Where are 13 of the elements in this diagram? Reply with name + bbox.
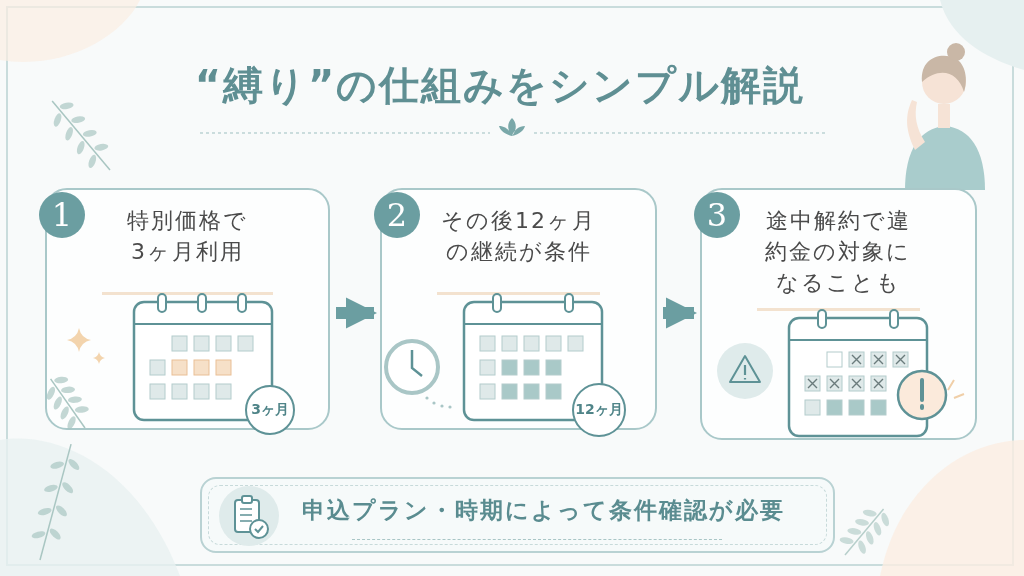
arrow [663,297,698,329]
month-badge: 3ヶ月 [245,385,295,435]
page-title: “縛り”の仕組みをシンプル解説 [193,61,807,110]
step-title: その後12ヶ月の継続が条件 [440,207,597,266]
step-number-badge: 2 [374,192,420,238]
month-badge: 12ヶ月 [572,383,626,437]
step-number-badge: 3 [694,192,740,238]
step-title: 特別価格で3ヶ月利用 [126,207,249,266]
note-panel [200,477,835,553]
arrow [336,297,378,329]
step-title: 途中解約で違約金の対象になることも [764,207,913,297]
step-number-badge: 1 [39,192,85,238]
note-text: 申込プラン・時期によって条件確認が必要 [302,496,785,525]
